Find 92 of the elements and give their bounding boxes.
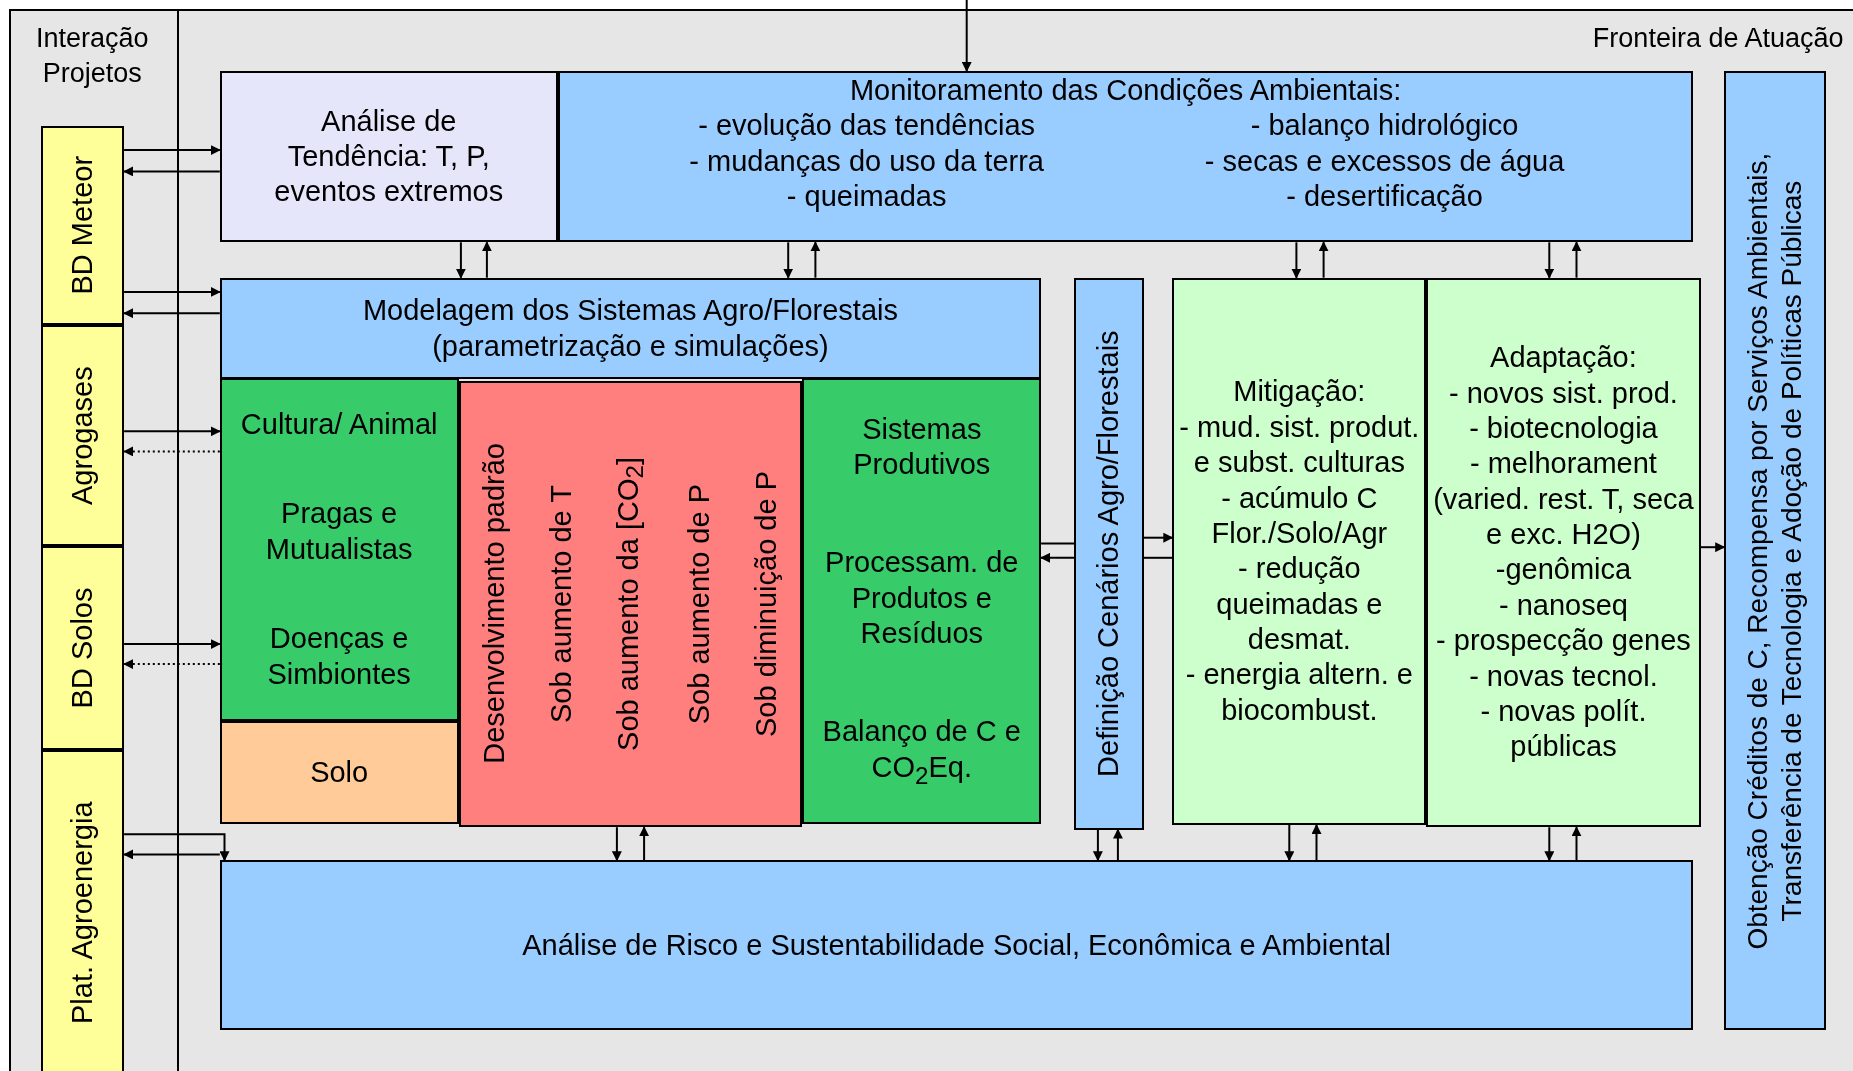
arrow [123, 145, 221, 156]
list-item: - prospecção genes [1436, 623, 1691, 659]
process-box [458, 380, 803, 828]
list-item: - desertificação [1285, 179, 1484, 214]
process-box [557, 70, 1694, 243]
arrow [639, 826, 650, 862]
list-item: - redução queimadas e desmat. [1215, 551, 1384, 657]
arrow [1571, 826, 1582, 862]
arrow [123, 639, 221, 650]
arrow [1284, 823, 1295, 862]
box-heading: Monitoramento das Condições Ambientais: [849, 72, 1402, 108]
vertical-text: Sob diminuição de P [749, 470, 783, 737]
list-item: - queimadas [785, 179, 948, 214]
database-bar [41, 750, 125, 1071]
database-bar [41, 126, 125, 325]
list-item: - novas tecnol. [1469, 658, 1658, 694]
arrow [1318, 241, 1329, 279]
list-item: - energia altern. e biocombust. [1184, 657, 1414, 728]
arrow [783, 241, 794, 279]
process-box [219, 277, 1042, 380]
box-text: Solo [309, 754, 370, 790]
box-heading: Adaptação: [1490, 340, 1637, 376]
vertical-text: Plat. Agroenergia [65, 801, 100, 1025]
list-item: - mud. sist. produt. e subst. culturas [1178, 409, 1421, 481]
arrow [481, 241, 492, 279]
arrow [123, 659, 221, 670]
box-text: Doenças e Simbiontes [266, 621, 412, 692]
arrow [123, 833, 230, 862]
list-item: - secas e excessos de água [1203, 143, 1566, 179]
arrow [1040, 552, 1076, 563]
box-text: Análise de Risco e Sustentabilidade Social, Econômica e Ambiental [521, 927, 1393, 963]
arrow [1571, 241, 1582, 279]
process-box [1426, 277, 1701, 828]
box-text: Cultura/ Animal [239, 407, 439, 443]
list-item: - acúmulo C Flor./Solo/Agr [1210, 480, 1389, 551]
arrow [1092, 828, 1103, 862]
vertical-text: Definição Cenários Agro/Florestais [1091, 330, 1126, 777]
list-item: - biotecnologia [1469, 410, 1658, 446]
list-item: - mudanças do uso da terra [688, 143, 1045, 179]
box-text: Análise de Tendência: T, P, eventos extremos [273, 103, 505, 210]
box-text: Pragas e Mutualistas [264, 496, 414, 567]
database-bar [41, 545, 125, 751]
list-item: - melhorament (varied. rest. T, seca e exc. H2O) [1432, 446, 1695, 553]
arrow [1699, 542, 1726, 553]
vertical-text: BD Solos [65, 587, 100, 709]
arrow [1544, 241, 1555, 279]
arrow [1544, 826, 1555, 862]
box-text: Modelagem dos Sistemas Agro/Florestais (parametrização e simulações) [361, 293, 899, 364]
process-box [802, 378, 1042, 824]
process-bar [1074, 277, 1144, 830]
arrow [810, 241, 821, 279]
vertical-text: Obtenção Créditos de C, Recompensa por Serviços Ambientais, [1740, 152, 1774, 950]
vertical-text: Transferência de Tecnologia e Adoção de Políticas Públicas [1775, 180, 1808, 922]
arrow [123, 286, 221, 297]
list-item: - evolução das tendências [697, 108, 1037, 144]
arrow [455, 241, 466, 279]
vertical-text: Sob aumento de P [681, 483, 716, 724]
box-heading: Mitigação: [1233, 374, 1366, 410]
vertical-text: Desenvolvimento padrão [476, 443, 511, 765]
vertical-text: BD Meteor [65, 156, 100, 295]
process-box [219, 378, 459, 721]
vertical-text: Agrogases [65, 366, 100, 505]
arrow [1291, 241, 1302, 279]
list-item: - novos sist. prod. [1449, 375, 1678, 411]
process-box [219, 860, 1694, 1031]
arrow [961, 0, 972, 72]
arrow [123, 308, 221, 319]
box-text: Sistemas Produtivos [852, 411, 992, 482]
arrow [611, 826, 622, 862]
arrow [1112, 828, 1123, 862]
arrow [123, 446, 221, 457]
connector-line [1142, 556, 1174, 559]
section-label: Fronteira de Atuação [1591, 22, 1844, 56]
database-bar [41, 324, 125, 546]
arrow [1311, 823, 1322, 862]
box-text: Balanço de C e CO$_{2}$Eq. [821, 714, 1022, 791]
list-item: - novas polít. públicas [1479, 693, 1648, 765]
box-text: Processam. de Produtos e Resíduos [824, 545, 1020, 652]
arrow [123, 849, 221, 860]
outcome-bar [1724, 70, 1826, 1031]
arrow [123, 166, 221, 177]
process-box [219, 720, 459, 824]
list-item: - nanoseq [1498, 587, 1628, 623]
section-label: Interação Projetos [34, 22, 150, 91]
process-box [1172, 277, 1427, 825]
list-item: -genômica [1495, 552, 1632, 588]
connector-line [1040, 542, 1076, 545]
vertical-text: Sob aumento de T [543, 484, 578, 723]
list-item: - balanço hidrológico [1249, 108, 1520, 144]
arrow [123, 426, 221, 437]
process-box [219, 70, 558, 243]
arrow [1142, 532, 1174, 543]
